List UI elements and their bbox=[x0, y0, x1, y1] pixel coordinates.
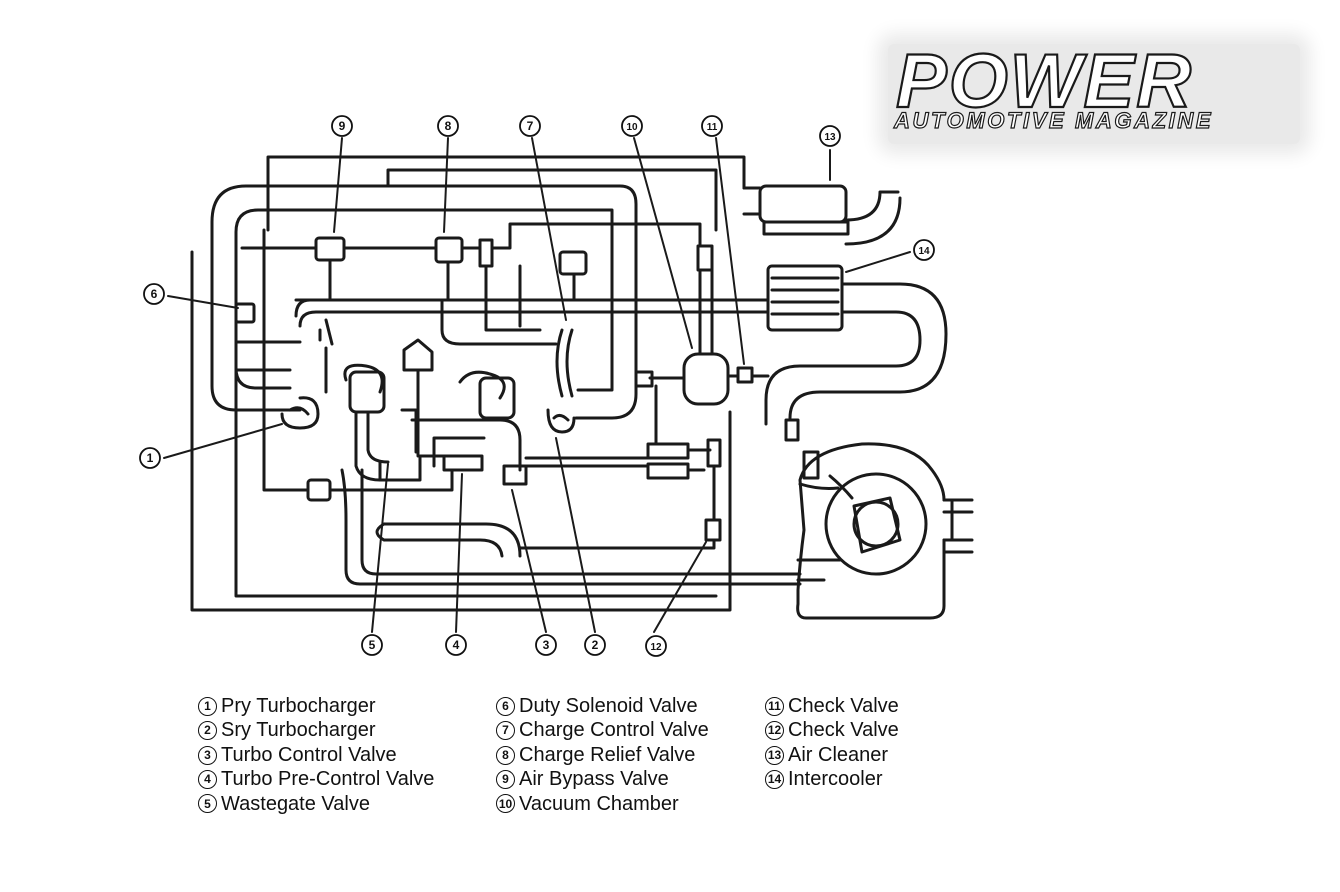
legend-label: Check Valve bbox=[788, 719, 899, 742]
legend-label: Intercooler bbox=[788, 768, 883, 791]
legend-number: 12 bbox=[765, 721, 784, 741]
callout-2: 2 bbox=[584, 634, 606, 656]
legend-number: 4 bbox=[198, 769, 217, 789]
svg-text:7: 7 bbox=[527, 119, 534, 133]
legend-number: 1 bbox=[198, 696, 217, 716]
callout-5: 5 bbox=[361, 634, 383, 656]
legend-number: 5 bbox=[198, 794, 217, 814]
legend-number: 2 bbox=[198, 721, 217, 741]
callout-1: 1 bbox=[139, 447, 161, 469]
svg-text:11: 11 bbox=[707, 122, 718, 133]
charge-control-valve-shape bbox=[558, 250, 588, 276]
svg-text:5: 5 bbox=[369, 638, 376, 652]
check-valve-12-shape bbox=[704, 518, 722, 542]
legend-number: 7 bbox=[496, 721, 515, 741]
power-magazine-logo: POWER AUTOMOTIVE MAGAZINE bbox=[888, 38, 1300, 144]
legend-label: Air Cleaner bbox=[788, 743, 889, 766]
vacuum-line-top bbox=[386, 168, 718, 232]
callout-12: 12 bbox=[645, 635, 667, 657]
check-valve-11-shape bbox=[736, 366, 754, 384]
legend-label: Turbo Pre-Control Valve bbox=[221, 768, 435, 791]
callout-8: 8 bbox=[437, 115, 459, 137]
svg-text:10: 10 bbox=[626, 122, 638, 133]
callout-6: 6 bbox=[143, 283, 165, 305]
svg-text:6: 6 bbox=[151, 287, 158, 301]
intercooler-shape bbox=[766, 264, 844, 332]
legend-label: Charge Control Valve bbox=[519, 719, 709, 742]
air-bypass-valve-shape bbox=[314, 236, 346, 262]
legend-number: 11 bbox=[765, 696, 784, 716]
legend-number: 8 bbox=[496, 745, 515, 765]
engine-block bbox=[796, 442, 954, 620]
air-cleaner-shape bbox=[758, 184, 848, 224]
logo-title: POWER bbox=[895, 38, 1194, 124]
callout-13: 13 bbox=[819, 125, 841, 147]
legend-label: Wastegate Valve bbox=[221, 792, 370, 815]
legend-label: Vacuum Chamber bbox=[519, 792, 679, 815]
callout-14: 14 bbox=[913, 239, 935, 261]
legend-label: Air Bypass Valve bbox=[519, 768, 669, 791]
svg-text:1: 1 bbox=[147, 451, 154, 465]
vacuum-line-frame-left bbox=[190, 250, 732, 612]
legend-number: 13 bbox=[765, 745, 784, 765]
svg-text:8: 8 bbox=[445, 119, 452, 133]
turbo-precontrol-valve-shape bbox=[442, 454, 484, 472]
callout-11: 11 bbox=[701, 115, 723, 137]
svg-text:3: 3 bbox=[543, 638, 550, 652]
primary-turbo-shape bbox=[280, 396, 320, 430]
callout-3: 3 bbox=[535, 634, 557, 656]
legend-number: 6 bbox=[496, 696, 515, 716]
intake-pipe-lower bbox=[234, 208, 614, 392]
logo-subtitle: AUTOMOTIVE MAGAZINE bbox=[893, 107, 1214, 133]
svg-text:13: 13 bbox=[824, 132, 836, 143]
svg-text:2: 2 bbox=[592, 638, 599, 652]
legend-label: Pry Turbocharger bbox=[221, 695, 376, 717]
callout-4: 4 bbox=[445, 634, 467, 656]
callout-10: 10 bbox=[621, 115, 643, 137]
turbo-control-valve-shape bbox=[502, 464, 528, 486]
legend-number: 3 bbox=[198, 745, 217, 765]
vacuum-chamber-shape bbox=[682, 352, 730, 406]
svg-text:4: 4 bbox=[453, 638, 460, 652]
charge-relief-valve-shape bbox=[434, 236, 464, 264]
legend-label: Charge Relief Valve bbox=[519, 743, 696, 766]
svg-text:12: 12 bbox=[650, 642, 662, 653]
svg-text:9: 9 bbox=[339, 119, 346, 133]
legend-label: Turbo Control Valve bbox=[221, 743, 397, 766]
legend-label: Duty Solenoid Valve bbox=[519, 695, 698, 717]
svg-text:14: 14 bbox=[918, 246, 930, 257]
legend-label: Sry Turbocharger bbox=[221, 719, 376, 742]
intake-pipe-upper bbox=[210, 184, 638, 420]
legend-label: Check Valve bbox=[788, 695, 899, 717]
engine-rotor-housing bbox=[824, 472, 928, 576]
vacuum-line-frame-outer bbox=[266, 155, 746, 232]
duty-solenoid-valve-shape bbox=[234, 302, 256, 324]
legend-number: 10 bbox=[496, 794, 515, 814]
legend-number: 14 bbox=[765, 769, 784, 789]
intake-main-pipe bbox=[294, 298, 770, 328]
legend-number: 9 bbox=[496, 769, 515, 789]
callout-9: 9 bbox=[331, 115, 353, 137]
secondary-turbo-shape bbox=[546, 408, 576, 434]
callout-7: 7 bbox=[519, 115, 541, 137]
